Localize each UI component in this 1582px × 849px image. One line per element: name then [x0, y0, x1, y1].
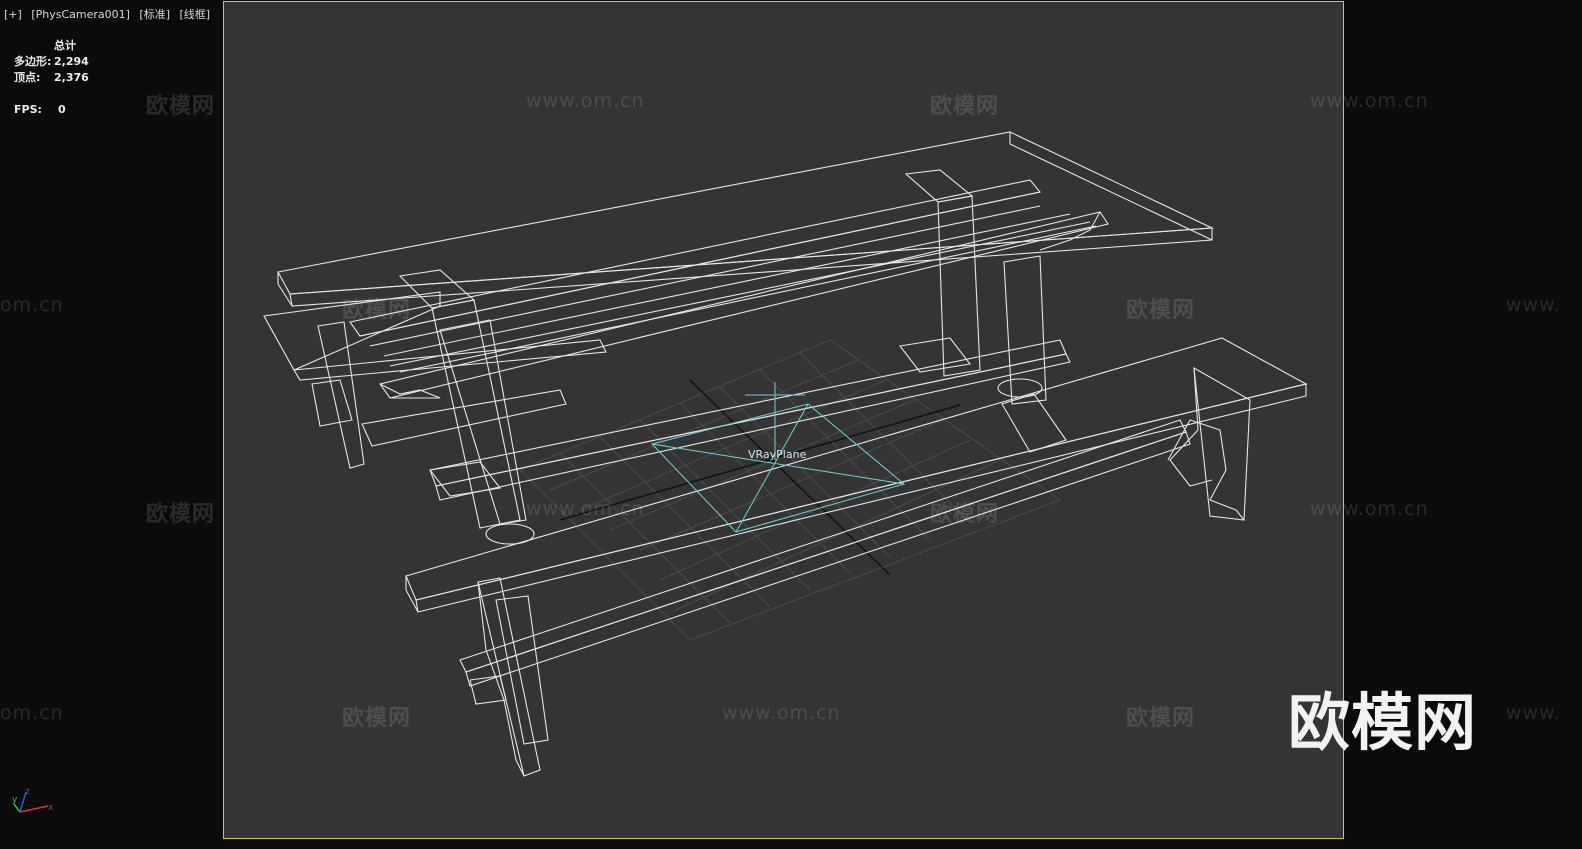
watermark-cn: 欧模网: [146, 94, 216, 119]
watermark-url: www.om.cn: [526, 90, 645, 112]
watermark-url-partial: om.cn: [0, 702, 64, 724]
grid-axes: [559, 379, 961, 576]
stats-polygons-value: 2,294: [54, 55, 89, 68]
watermark-cn: 欧模网: [1126, 298, 1196, 323]
watermark-url: www.om.cn: [1310, 498, 1429, 520]
viewport-menu-plus[interactable]: [+]: [4, 8, 22, 21]
stats-fps-label: FPS:: [14, 103, 42, 116]
stats-fps-value: 0: [58, 103, 66, 116]
watermark-url-prefix: www.: [1506, 294, 1561, 316]
stats-header: 总计: [54, 39, 76, 52]
watermark-url-partial: om.cn: [0, 294, 64, 316]
axis-x-label: x: [48, 803, 54, 813]
stats-vertices-row: 顶点: 2,376: [14, 70, 89, 86]
viewport-label[interactable]: [+] [PhysCamera001] [标准] [线框]: [4, 6, 216, 22]
watermark-url: www.om.cn: [526, 498, 645, 520]
stats-polygons-label: 多边形:: [14, 55, 52, 68]
viewport-shading-menu[interactable]: [标准]: [139, 8, 170, 21]
watermark-cn: 欧模网: [342, 706, 412, 731]
stats-fps-row: FPS: 0: [14, 102, 89, 118]
watermark-url: www.om.cn: [722, 702, 841, 724]
table-wireframe: [263, 131, 1215, 545]
axis-tripod-icon: x y z: [12, 787, 54, 813]
viewport-display-menu[interactable]: [线框]: [179, 8, 211, 21]
viewport-camera-menu[interactable]: [PhysCamera001]: [31, 8, 130, 21]
watermark-url: www.om.cn: [1310, 90, 1429, 112]
ground-grid: [519, 339, 1062, 641]
watermark-cn: 欧模网: [930, 94, 1000, 119]
watermark-cn: 欧模网: [146, 502, 216, 527]
stats-vertices-label: 顶点:: [14, 71, 41, 84]
stats-vertices-value: 2,376: [54, 71, 89, 84]
front-bench-wireframe: [405, 337, 1308, 777]
statistics-overlay: 总计 多边形: 2,294 顶点: 2,376 FPS: 0: [14, 38, 89, 118]
vrayplane-label: VRayPlane: [748, 448, 807, 461]
vrayplane-gizmo[interactable]: [651, 382, 906, 533]
axis-z-label: z: [25, 787, 30, 797]
axis-y-label: y: [12, 795, 18, 805]
watermark-cn: 欧模网: [1126, 706, 1196, 731]
watermark-cn: 欧模网: [342, 298, 412, 323]
watermark-cn: 欧模网: [930, 502, 1000, 527]
site-logo: 欧模网: [1288, 686, 1478, 759]
watermark-url-prefix: www.: [1506, 702, 1561, 724]
stats-polygons-row: 多边形: 2,294: [14, 54, 89, 70]
